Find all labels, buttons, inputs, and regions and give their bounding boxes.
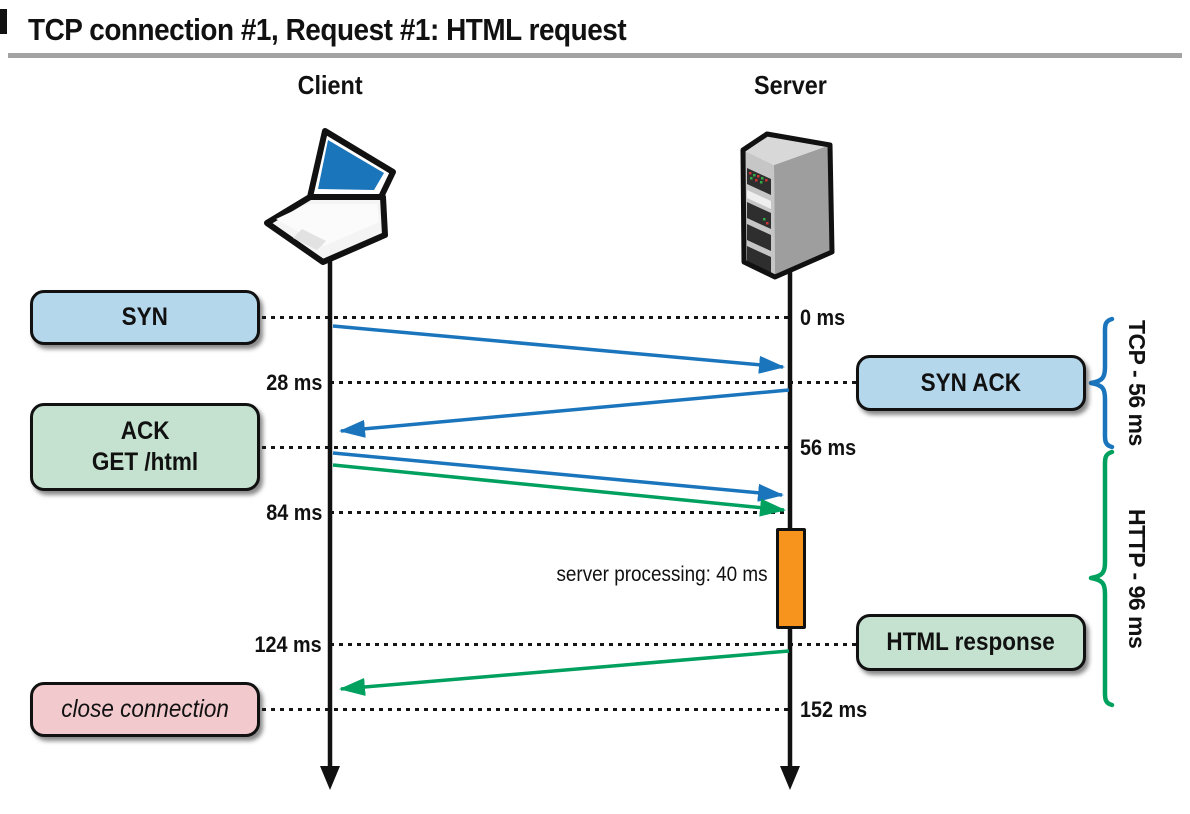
- time-label-84ms: 84 ms: [265, 500, 322, 525]
- arrow-syn-ack: [339, 388, 790, 438]
- arrow-ack: [332, 451, 784, 502]
- time-label-124ms: 124 ms: [254, 632, 322, 657]
- box-html-response: HTML response: [856, 614, 1086, 671]
- processing-bar: [776, 528, 806, 629]
- time-label-28ms: 28 ms: [265, 370, 322, 395]
- laptop-keyboard: [276, 204, 379, 246]
- span-label-http: HTTP - 96 ms: [1124, 508, 1150, 649]
- time-label-56ms: 56 ms: [800, 435, 857, 460]
- title-rule: [8, 53, 1182, 58]
- timeline-server-arrowhead: [780, 766, 800, 790]
- actor-label-client: Client: [297, 70, 363, 100]
- dotted-line-56ms: [262, 446, 788, 449]
- timeline-client-arrowhead: [320, 766, 340, 790]
- dotted-line-124ms: [330, 643, 856, 646]
- box-syn: SYN: [30, 290, 260, 345]
- brace-http: [1088, 449, 1115, 708]
- server-side-face: [774, 145, 832, 277]
- box-close-connection: close connection: [30, 682, 260, 737]
- time-label-152ms: 152 ms: [800, 697, 868, 722]
- laptop-icon: [264, 128, 396, 265]
- edge-artifact: [0, 9, 7, 34]
- span-label-tcp: TCP - 56 ms: [1124, 320, 1150, 446]
- time-label-0ms: 0 ms: [800, 305, 846, 330]
- dotted-line-0ms: [262, 316, 788, 319]
- actor-label-server: Server: [753, 70, 827, 100]
- server-leds: [749, 172, 769, 225]
- brace-tcp: [1088, 316, 1115, 450]
- arrow-syn: [332, 324, 785, 374]
- server-slot: [747, 224, 771, 251]
- server-slot: [747, 246, 771, 273]
- ack-line: ACK: [120, 417, 170, 445]
- dotted-line-152ms: [262, 708, 788, 711]
- get-line: GET /html: [91, 448, 199, 476]
- arrow-get-html: [332, 463, 786, 517]
- box-syn-ack: SYN ACK: [856, 355, 1086, 411]
- laptop-trackpad: [293, 229, 326, 250]
- dotted-line-28ms: [330, 381, 856, 384]
- laptop-screen: [318, 140, 384, 190]
- dotted-line-84ms: [330, 511, 788, 514]
- server-slot-white: [747, 190, 771, 209]
- server-slot: [747, 202, 771, 229]
- arrow-html-response: [339, 649, 790, 696]
- server-outline: [740, 131, 835, 280]
- box-ack-get: ACK GET /html: [30, 403, 260, 491]
- page-title: TCP connection #1, Request #1: HTML requ…: [28, 12, 693, 48]
- processing-label: server processing: 40 ms: [556, 563, 768, 586]
- server-icon: [740, 131, 835, 280]
- page-title-text: TCP connection #1, Request #1: HTML requ…: [28, 12, 627, 47]
